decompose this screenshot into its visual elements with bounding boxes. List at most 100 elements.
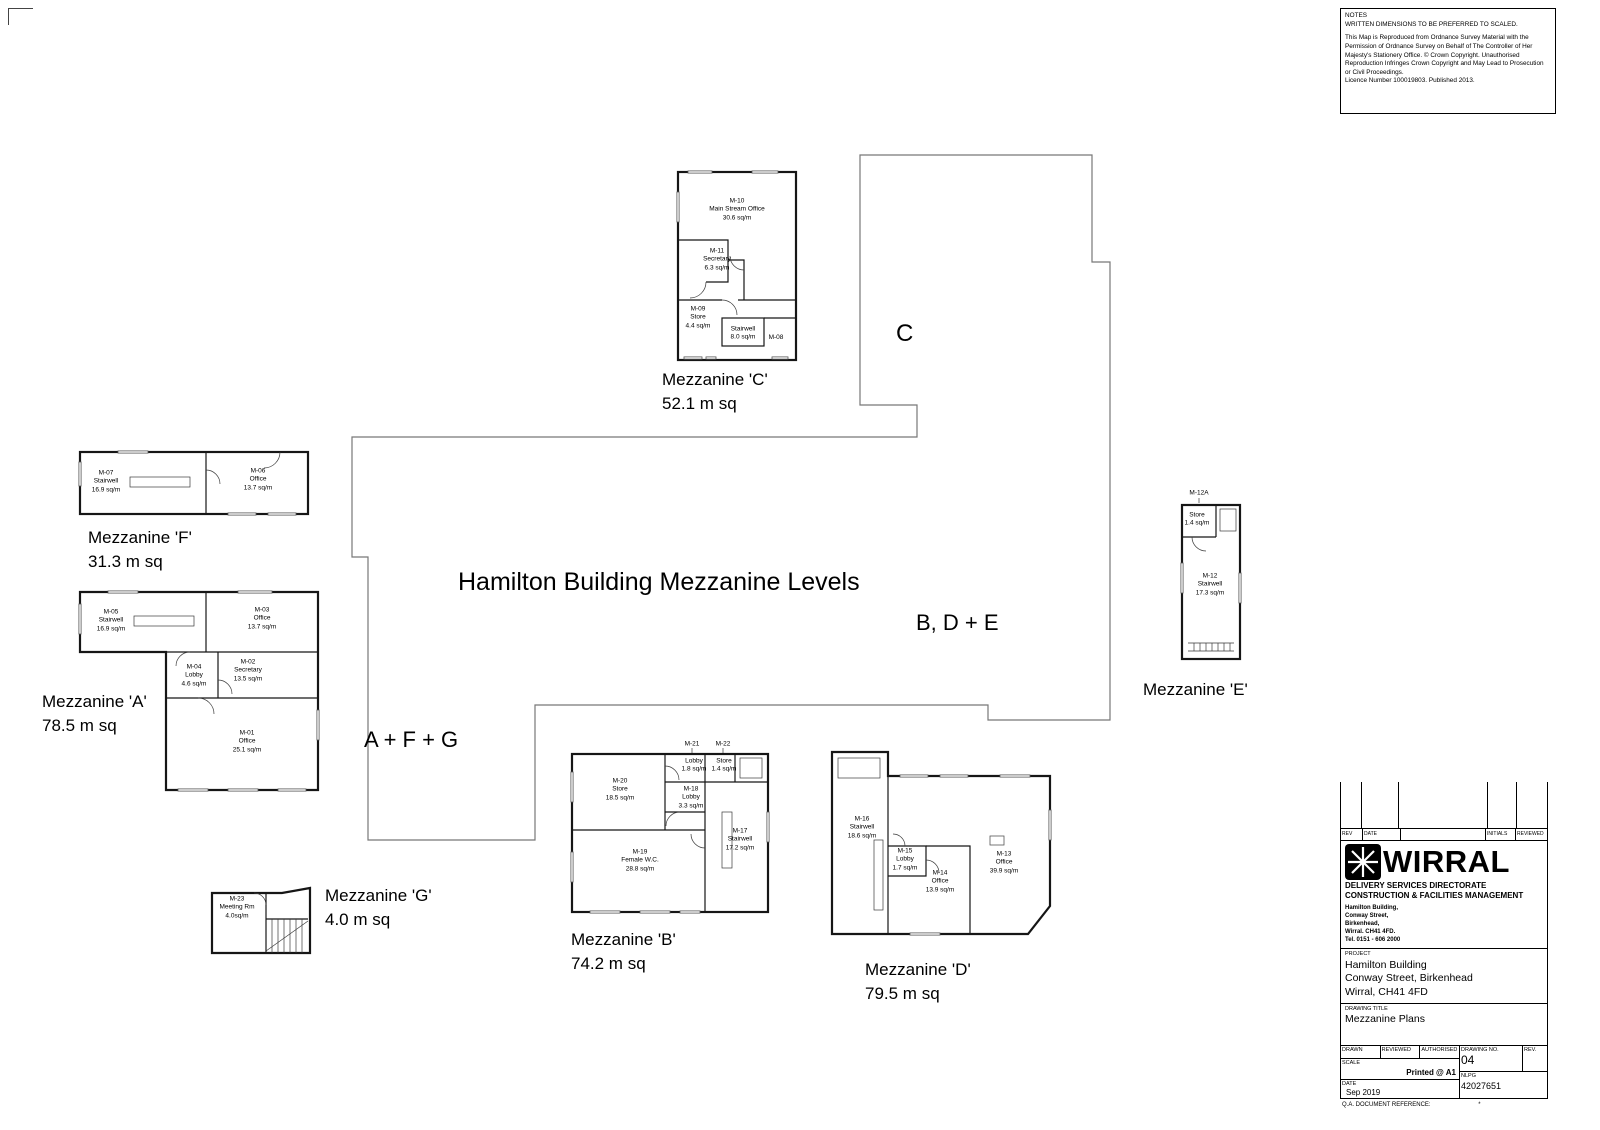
room-name: Office bbox=[238, 737, 256, 745]
nlpg-label: NLPG bbox=[1461, 1072, 1476, 1079]
room-label-m05: M-05 Stairwell 16.9 sq/m bbox=[97, 608, 126, 633]
mezzanine-a-walls bbox=[78, 590, 320, 792]
plan-name: Mezzanine 'C' bbox=[662, 370, 768, 389]
room-name: Secretary bbox=[234, 666, 262, 674]
room-code: M-02 bbox=[240, 658, 256, 666]
rev-label: REV. bbox=[1524, 1046, 1537, 1053]
room-label-m11: M-11 Secretary 6.3 sq/m bbox=[703, 247, 731, 272]
room-code: M-23 bbox=[229, 895, 245, 903]
zone-label-bde: B, D + E bbox=[916, 610, 999, 635]
plan-area: 52.1 m sq bbox=[662, 393, 737, 413]
mezzanine-e-walls bbox=[1180, 503, 1242, 661]
door-arcs bbox=[664, 765, 706, 849]
room-area: 13.5 sq/m bbox=[233, 675, 263, 683]
stair-flight bbox=[873, 839, 884, 911]
organisation-panel: WIRRAL DELIVERY SERVICES DIRECTORATE CON… bbox=[1340, 841, 1548, 950]
plan-title-mezzanine-b: Mezzanine 'B' 74.2 m sq bbox=[571, 928, 676, 976]
room-label-store-e: Store 1.4 sq/m bbox=[1185, 512, 1210, 529]
sheet-corner-mark bbox=[8, 8, 33, 25]
stair-flight bbox=[129, 476, 191, 488]
council-name: WIRRAL bbox=[1383, 844, 1510, 879]
room-area: 1.4 sq/m bbox=[1184, 520, 1210, 527]
zone-label-c: C bbox=[896, 320, 914, 347]
mezzanine-d-walls bbox=[830, 750, 1052, 936]
room-area: 8.0 sq/m bbox=[730, 334, 756, 341]
plan-title-mezzanine-e: Mezzanine 'E' bbox=[1143, 678, 1248, 702]
room-name: Store bbox=[690, 313, 706, 321]
room-area: 13.7 sq/m bbox=[243, 484, 273, 492]
room-code: M-11 bbox=[709, 247, 725, 255]
department-line: CONSTRUCTION & FACILITIES MANAGEMENT bbox=[1345, 891, 1524, 900]
scale-value: Printed @ A1 bbox=[1406, 1067, 1456, 1077]
floorplan-mezzanine-e: Store 1.4 sq/m M-12 Stairwell 17.3 sq/m bbox=[1180, 503, 1242, 661]
room-label-store-m22: Store 1.4 sq/m bbox=[712, 758, 737, 775]
floorplan-mezzanine-a: M-05 Stairwell 16.9 sq/m M-03 Office 13.… bbox=[78, 590, 320, 792]
floorplan-mezzanine-c: M-10 Main Stream Office 30.6 sq/m M-11 S… bbox=[676, 170, 798, 362]
room-name: Stairwell bbox=[98, 616, 124, 624]
room-area: 1.7 sq/m bbox=[892, 864, 918, 872]
door-arcs bbox=[1191, 536, 1207, 552]
plan-name: Mezzanine 'B' bbox=[571, 930, 676, 949]
plan-area: 79.5 m sq bbox=[865, 983, 940, 1003]
room-area: 4.0sq/m bbox=[225, 912, 249, 920]
address-line: Conway Street, bbox=[1345, 913, 1389, 920]
address-line: Birkenhead, bbox=[1345, 921, 1380, 928]
door-arcs bbox=[253, 892, 267, 906]
revision-grid bbox=[1340, 782, 1548, 828]
room-label-m07: M-07 Stairwell 16.9 sq/m bbox=[92, 469, 121, 494]
room-code: M-20 bbox=[612, 777, 628, 785]
room-code: M-05 bbox=[103, 608, 119, 616]
room-area: 4.4 sq/m bbox=[685, 322, 711, 330]
plan-name: Mezzanine 'D' bbox=[865, 960, 971, 979]
room-code: M-14 bbox=[932, 869, 948, 877]
notes-box: NOTES WRITTEN DIMENSIONS TO BE PREFERRED… bbox=[1340, 8, 1556, 114]
room-area: 1.4 sq/m bbox=[711, 766, 737, 773]
initials-col-label: INITIALS bbox=[1486, 829, 1516, 840]
room-name: Store bbox=[1189, 511, 1205, 519]
door-arcs bbox=[892, 833, 940, 874]
address-line: Tel. 0151 - 606 2000 bbox=[1345, 937, 1401, 944]
project-label: PROJECT bbox=[1345, 951, 1371, 958]
project-line: Wirral, CH41 4FD bbox=[1345, 985, 1428, 998]
floorplan-mezzanine-g: M-23 Meeting Rm 4.0sq/m bbox=[210, 885, 312, 957]
room-area: 28.8 sq/m bbox=[625, 865, 655, 873]
room-name: Store bbox=[612, 785, 628, 793]
drawing-title-value: Mezzanine Plans bbox=[1345, 1013, 1425, 1026]
mezzanine-f-walls bbox=[78, 450, 310, 516]
room-code: M-16 bbox=[854, 815, 870, 823]
room-area: 18.5 sq/m bbox=[605, 794, 635, 802]
room-code-m21: M-21 bbox=[684, 740, 700, 748]
plan-name: Mezzanine 'A' bbox=[42, 692, 147, 711]
qa-reference-star: * bbox=[1478, 1101, 1481, 1108]
room-area: 25.1 sq/m bbox=[232, 746, 262, 754]
reviewed-label: REVIEWED bbox=[1381, 1046, 1412, 1053]
zone-label-afg: A + F + G bbox=[364, 727, 459, 752]
room-label-m01: M-01 Office 25.1 sq/m bbox=[233, 729, 262, 754]
drawn-label: DRAWN bbox=[1342, 1046, 1363, 1053]
room-label-stairwell-c: Stairwell 8.0 sq/m bbox=[731, 326, 756, 343]
room-name: Stairwell bbox=[727, 835, 753, 843]
qa-reference-line: Q.A. DOCUMENT REFERENCE: * bbox=[1340, 1102, 1548, 1108]
room-area: 16.9 sq/m bbox=[96, 625, 126, 633]
project-line: Conway Street, Birkenhead bbox=[1345, 972, 1473, 985]
revision-header-row: REV DATE INITIALS REVIEWED bbox=[1340, 828, 1548, 841]
plan-area: 78.5 m sq bbox=[42, 715, 117, 735]
room-name: Office bbox=[931, 877, 949, 885]
room-name: Office bbox=[249, 475, 267, 483]
room-label-lobby-m21: Lobby 1.8 sq/m bbox=[682, 758, 707, 775]
wirral-logo-icon bbox=[1345, 844, 1381, 880]
room-code: M-15 bbox=[897, 847, 913, 855]
mezzanine-c-walls bbox=[676, 170, 798, 362]
room-label-m08: M-08 bbox=[769, 334, 784, 342]
room-code: M-09 bbox=[690, 305, 706, 313]
window-marks bbox=[78, 450, 297, 516]
floorplan-mezzanine-b: Lobby 1.8 sq/m Store 1.4 sq/m M-20 Store… bbox=[570, 752, 770, 914]
date-value: Sep 2019 bbox=[1346, 1087, 1381, 1097]
room-label-m13: M-13 Office 39.9 sq/m bbox=[990, 850, 1019, 875]
room-label-m17: M-17 Stairwell 17.2 sq/m bbox=[726, 827, 755, 852]
drawing-no-label: DRAWING NO. bbox=[1461, 1046, 1499, 1053]
plan-title-mezzanine-a: Mezzanine 'A' 78.5 m sq bbox=[42, 690, 147, 738]
drawing-title-panel: DRAWING TITLE Mezzanine Plans bbox=[1340, 1003, 1548, 1046]
project-line: Hamilton Building bbox=[1345, 958, 1427, 971]
